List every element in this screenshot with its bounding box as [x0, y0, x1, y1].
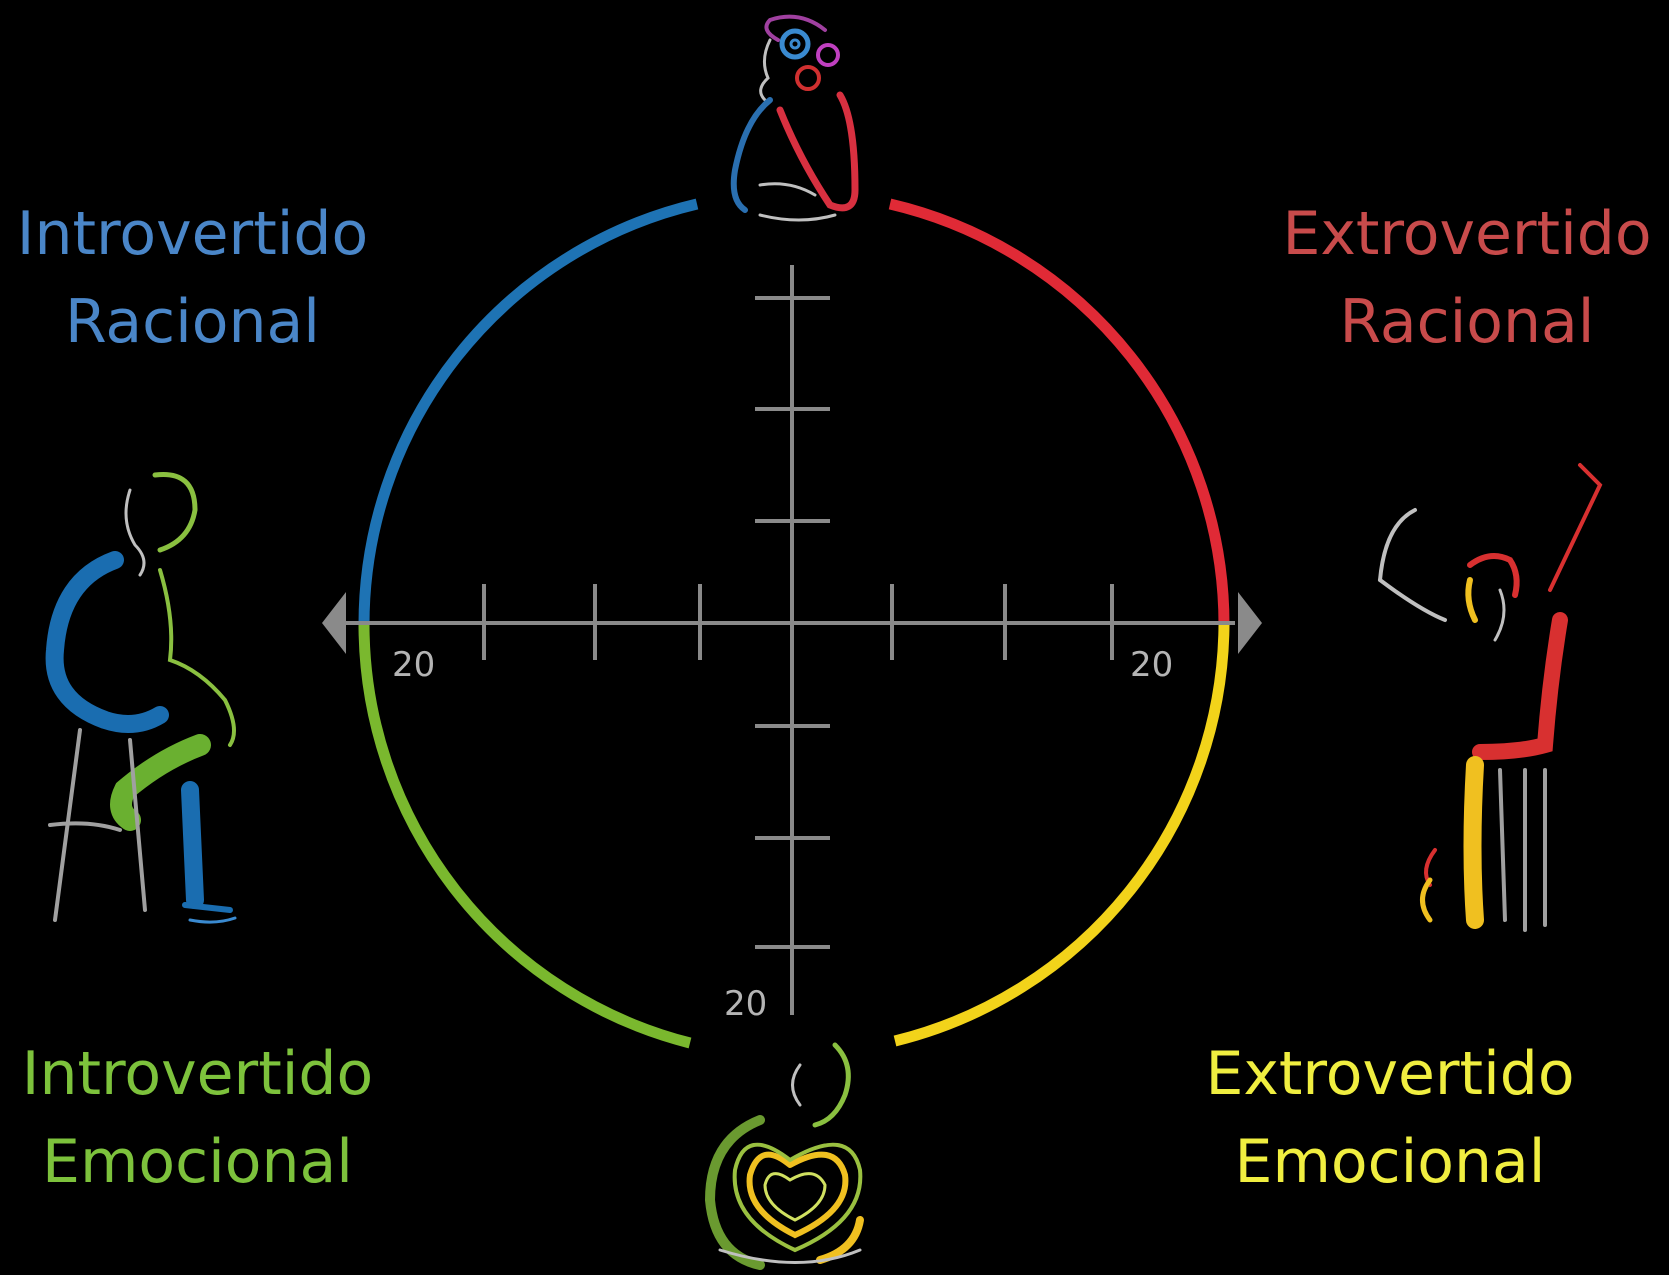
cheering-person-icon — [1378, 463, 1603, 932]
axes — [345, 265, 1235, 1015]
label-line-2: Racional — [65, 287, 320, 357]
label-line-1: Introvertido — [16, 199, 369, 269]
label-introvertido-racional: Introvertido Racional — [0, 190, 385, 366]
thinking-person-gears-icon — [730, 14, 859, 222]
label-line-2: Emocional — [42, 1127, 353, 1197]
arc-blue — [358, 198, 699, 626]
label-extrovertido-racional: Extrovertido Racional — [1265, 190, 1669, 366]
label-line-2: Emocional — [1234, 1127, 1546, 1197]
label-extrovertido-emocional: Extrovertido Emocional — [1170, 1030, 1610, 1206]
tick-label-right: 20 — [1130, 645, 1173, 685]
arrow-left-icon — [322, 592, 346, 654]
label-line-1: Extrovertido — [1205, 1039, 1575, 1109]
person-heart-icon — [704, 1042, 864, 1270]
arc-green — [358, 624, 692, 1049]
label-line-1: Extrovertido — [1282, 199, 1652, 269]
tick-label-left: 20 — [392, 645, 435, 685]
label-introvertido-emocional: Introvertido Emocional — [0, 1030, 395, 1206]
seated-person-icon — [45, 471, 237, 924]
label-line-1: Introvertido — [21, 1039, 374, 1109]
tick-label-bottom: 20 — [724, 984, 767, 1024]
arc-yellow — [893, 624, 1230, 1047]
arc-red — [888, 198, 1230, 626]
arrow-right-icon — [1238, 592, 1262, 654]
label-line-2: Racional — [1339, 287, 1595, 357]
